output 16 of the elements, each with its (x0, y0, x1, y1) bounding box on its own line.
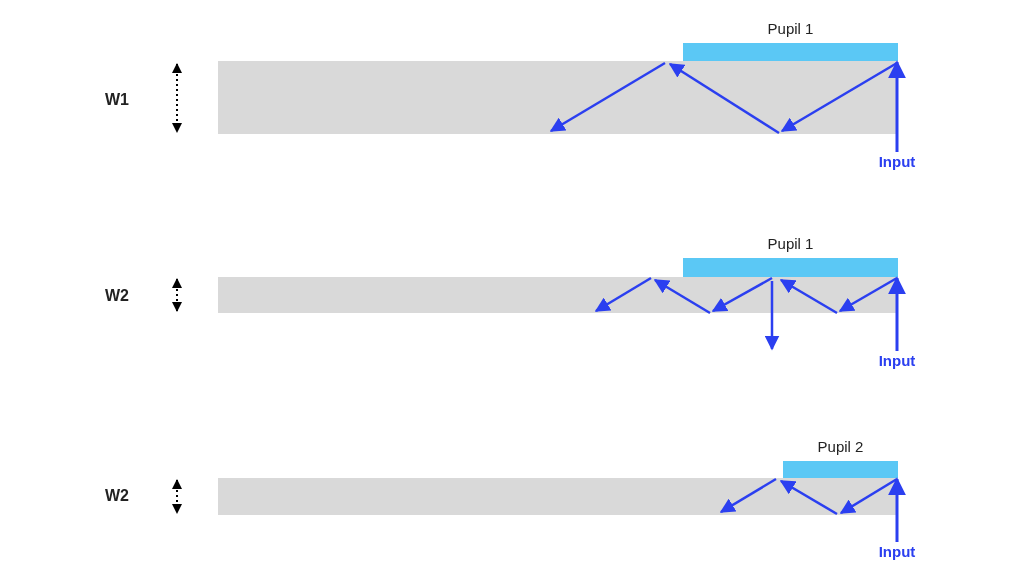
width-label: W2 (105, 486, 129, 506)
waveguide-bar (218, 478, 898, 515)
input-label: Input (878, 152, 916, 172)
waveguide-bar (218, 61, 898, 134)
input-arrow (888, 276, 906, 351)
waveguide-bar (218, 277, 898, 313)
width-label: W1 (105, 90, 129, 110)
pupil-label: Pupil 1 (767, 19, 814, 39)
pupil-label: Pupil 2 (817, 437, 864, 457)
input-arrow (888, 60, 906, 152)
input-arrow (888, 477, 906, 542)
pupil-label: Pupil 1 (767, 234, 814, 254)
width-label: W2 (105, 286, 129, 306)
light-ray-arrow (764, 313, 780, 351)
input-label: Input (878, 542, 916, 562)
input-label: Input (878, 351, 916, 371)
